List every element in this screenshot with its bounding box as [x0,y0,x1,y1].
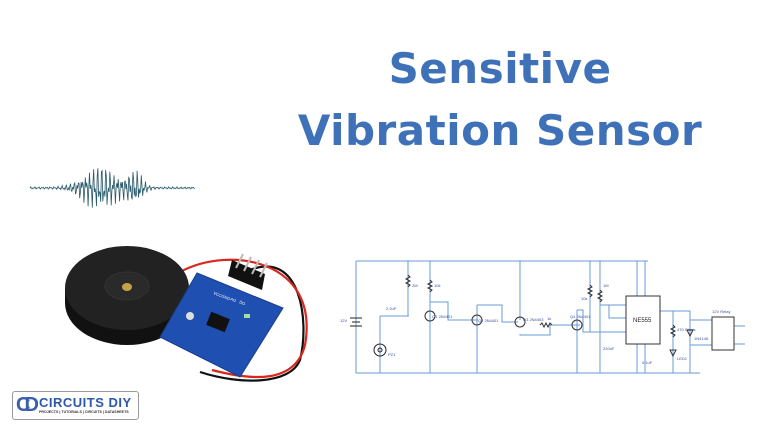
title-line-1: Sensitive [388,44,612,93]
led-label: LED1 [677,356,688,361]
piezo-label: PZ1 [388,352,396,357]
cap1-label: 2.2uF [386,306,397,311]
logo-tagline: PROJECTS | TUTORIALS | CIRCUITS | DATASH… [39,410,129,414]
q2-label: Q2 2N4401 [478,318,499,323]
title-line-2: Vibration Sensor [297,106,703,155]
q3-label: Q3 2N4403 [523,317,544,322]
q1-label: Q1 2N4401 [432,314,453,319]
cap3-label: 0.1uF [642,360,653,365]
pin-label-ao: AO [230,296,237,303]
battery-label: 12V [340,318,347,323]
r1-label: 10k [434,283,440,288]
r3-label: 10k [581,296,587,301]
pin-label-gnd: GND [221,293,231,301]
r5-label: 470 Ohms [677,327,695,332]
relay-label: 12V Relay [712,309,730,314]
pin-label-do: DO [239,299,246,306]
vibration-waveform-icon [29,168,195,208]
r4-label: 1M [603,283,609,288]
logo-mark: CD [16,394,39,416]
r2-label: 1k [547,316,551,321]
pot-label: 2M [412,283,418,288]
vibration-sensor-module-image: VCC GND AO DO [65,246,308,382]
logo-name: CIRCUITS DIY [39,395,132,410]
diode-label: 1N4148 [694,336,709,341]
circuit-schematic: 12V PZ1 2.2uF 2M 10k Q1 2N4401 Q2 2N4401… [340,260,745,374]
q4-label: Q4 2N4401 [570,314,591,319]
ic-label: NE555 [633,318,652,324]
pin-label-vcc: VCC [213,290,223,298]
circuits-diy-logo[interactable]: CD CIRCUITS DIY PROJECTS | TUTORIALS | C… [12,391,139,420]
cap2-label: 220uF [603,346,615,351]
